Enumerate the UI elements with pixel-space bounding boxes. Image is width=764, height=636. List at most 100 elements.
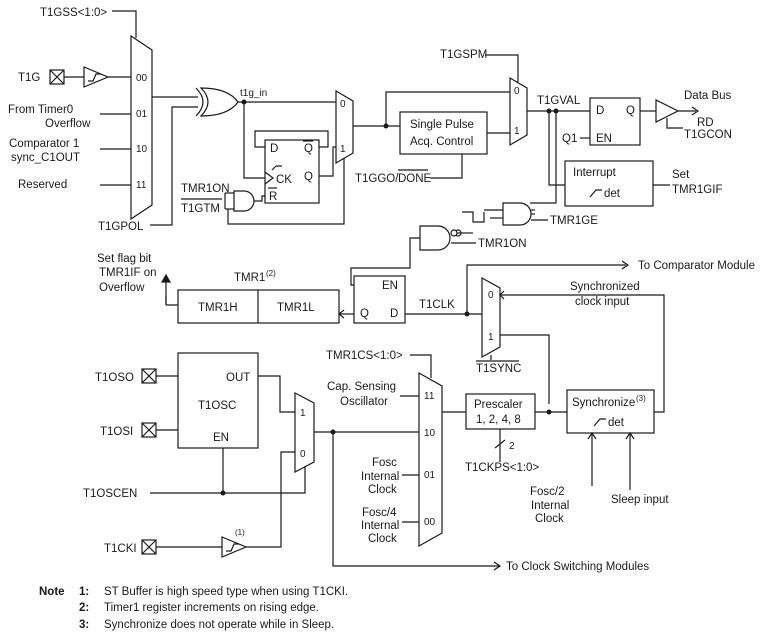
latch-q-label: Q bbox=[626, 105, 635, 117]
t1cki-pin-icon bbox=[141, 539, 157, 555]
t1cki-label: T1CKI bbox=[104, 543, 137, 555]
latch-d-label: D bbox=[596, 105, 604, 117]
t1cki-schmitt-buffer-icon bbox=[221, 536, 248, 558]
single-pulse-mux bbox=[509, 76, 528, 147]
synchronized-label-1: Synchronized bbox=[570, 281, 640, 293]
reset-and-gate bbox=[233, 190, 255, 212]
from-timer0-overflow-label: Overflow bbox=[45, 118, 91, 130]
cap-sensing-label-2: Oscillator bbox=[340, 396, 388, 408]
enable-q-label: Q bbox=[360, 308, 369, 320]
gate-mux-input-11: 11 bbox=[136, 180, 147, 191]
tff-ck-label: CK bbox=[276, 174, 292, 186]
rd-label: RD bbox=[697, 117, 714, 129]
fosc-internal-label: Internal bbox=[361, 471, 399, 483]
t1oscen-label: T1OSCEN bbox=[83, 488, 137, 500]
t1osc-en-label: EN bbox=[213, 432, 229, 444]
clk-mux-input-00: 00 bbox=[424, 517, 436, 528]
toggle-flip-flop bbox=[264, 139, 320, 204]
to-clock-switching-label: To Clock Switching Modules bbox=[506, 561, 649, 573]
t1gval-read-latch bbox=[589, 97, 641, 146]
sync-mux bbox=[481, 276, 501, 359]
toggle-mux-input-0: 0 bbox=[340, 99, 346, 110]
sync-c1out-label: sync_C1OUT bbox=[11, 152, 80, 164]
tmr1-label: TMR1 bbox=[234, 272, 265, 284]
sleep-input-label: Sleep input bbox=[611, 494, 669, 506]
t1osi-label: T1OSI bbox=[100, 426, 133, 438]
polarity-xor-gate bbox=[195, 87, 239, 117]
tff-r-label: R bbox=[269, 191, 277, 203]
sync-note: (3) bbox=[636, 394, 646, 403]
clk-mux-input-01: 01 bbox=[424, 470, 436, 481]
sync-mux-input-1: 1 bbox=[488, 332, 494, 343]
t1g-in-label: t1g_in bbox=[240, 88, 267, 99]
prescaler-block bbox=[465, 393, 536, 430]
from-timer0-label: From Timer0 bbox=[8, 104, 73, 116]
latch-en-label: EN bbox=[596, 133, 612, 145]
t1gspm-label: T1GSPM bbox=[440, 49, 487, 61]
t1gcon-label: T1GCON bbox=[684, 129, 732, 141]
fosc4-clock-label: Clock bbox=[368, 533, 397, 545]
note-3-number: 3: bbox=[79, 619, 89, 631]
buffer-note: (1) bbox=[235, 528, 245, 537]
tff-qbar-label: Q bbox=[304, 143, 313, 155]
t1g-pin-label: T1G bbox=[18, 72, 40, 84]
t1osc-out-label: OUT bbox=[226, 372, 250, 384]
note-heading: Note bbox=[39, 586, 65, 598]
q1-label: Q1 bbox=[562, 133, 577, 145]
fosc4-label: Fosc/4 bbox=[362, 507, 397, 519]
data-bus-buffer bbox=[655, 99, 680, 123]
fosc2-internal-label: Internal bbox=[531, 500, 569, 512]
clock-source-mux bbox=[418, 371, 443, 548]
t1oso-pin-icon bbox=[141, 368, 157, 384]
note-3-text: Synchronize does not operate while in Sl… bbox=[104, 619, 334, 631]
single-pulse-label: Single Pulse bbox=[410, 119, 474, 131]
clk-mux-input-11: 11 bbox=[424, 391, 435, 402]
spm-mux-input-1: 1 bbox=[514, 126, 520, 137]
t1ggo-label: T1GGO/ bbox=[355, 173, 399, 185]
tmr1gif-label: TMR1GIF bbox=[672, 184, 722, 196]
set-flag-label-1: Set flag bit bbox=[97, 253, 152, 265]
note-2-text: Timer1 register increments on rising edg… bbox=[104, 602, 319, 614]
toggle-mux-input-1: 1 bbox=[340, 144, 346, 155]
done-label: DONE bbox=[398, 173, 432, 185]
fosc-clock-label: Clock bbox=[368, 484, 397, 496]
note-1-number: 1: bbox=[79, 586, 89, 598]
tff-d-label: D bbox=[270, 143, 278, 155]
t1gpol-label: T1GPOL bbox=[98, 221, 144, 233]
acq-control-label: Acq. Control bbox=[410, 136, 473, 148]
enable-d-label: D bbox=[390, 308, 398, 320]
tmr1cs-label: TMR1CS<1:0> bbox=[326, 350, 403, 362]
set-flag-label-3: Overflow bbox=[99, 282, 145, 294]
t1ckps-label: T1CKPS<1:0> bbox=[465, 462, 539, 474]
fosc-label: Fosc bbox=[372, 457, 397, 469]
sync-mux-input-0: 0 bbox=[488, 290, 494, 301]
t1sync-label: T1SYNC bbox=[476, 363, 521, 375]
tmr1l-label: TMR1L bbox=[277, 302, 315, 314]
tmr1ge-label: TMR1GE bbox=[550, 215, 598, 227]
gate-mux-input-00: 00 bbox=[136, 73, 148, 84]
t1osi-pin-icon bbox=[141, 422, 157, 438]
t1osc-cki-mux bbox=[294, 392, 315, 473]
synchronize-det-block bbox=[566, 389, 655, 434]
tmr1on-label-top: TMR1ON bbox=[181, 183, 230, 195]
spm-mux-input-0: 0 bbox=[514, 86, 520, 97]
fosc2-clock-label: Clock bbox=[535, 513, 564, 525]
note-2-number: 2: bbox=[79, 602, 89, 614]
single-pulse-acq-control bbox=[399, 111, 488, 155]
t1osc-block bbox=[177, 352, 259, 449]
prescaler-label: Prescaler bbox=[474, 399, 523, 411]
tmr1ge-and-gate bbox=[502, 202, 532, 226]
tmr1-note: (2) bbox=[266, 269, 276, 278]
enable-en-label: EN bbox=[382, 280, 398, 292]
tmr1-register bbox=[177, 289, 340, 324]
gate-mux-input-10: 10 bbox=[136, 144, 148, 155]
osc-mux-input-1: 1 bbox=[300, 408, 306, 419]
synchronize-label: Synchronize bbox=[572, 397, 635, 409]
tmr1-enable-latch bbox=[353, 275, 406, 324]
tff-q-label: Q bbox=[304, 171, 313, 183]
note-1-text: ST Buffer is high speed type when using … bbox=[104, 586, 348, 598]
synchronized-label-2: clock input bbox=[575, 296, 630, 308]
tmr1on-and-gate bbox=[419, 225, 451, 251]
prescaler-values-label: 1, 2, 4, 8 bbox=[476, 414, 521, 426]
osc-mux-input-0: 0 bbox=[300, 449, 306, 460]
